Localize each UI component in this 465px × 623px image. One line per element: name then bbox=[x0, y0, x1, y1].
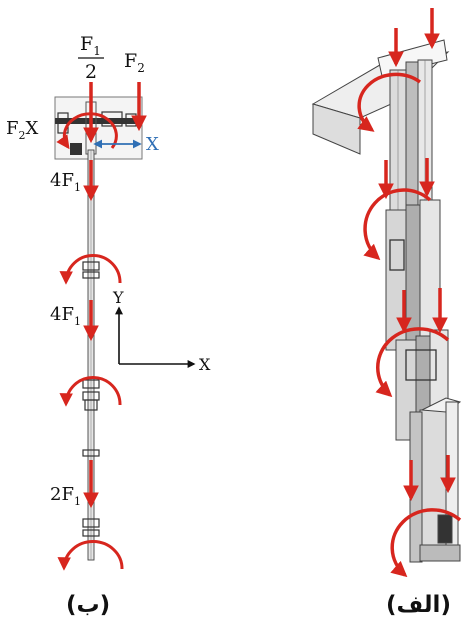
caption-b: (ب) bbox=[66, 592, 110, 618]
mast-segment-1 bbox=[389, 59, 433, 223]
label-dimension-x: X bbox=[146, 134, 159, 155]
moment-arc-a-4 bbox=[390, 508, 462, 578]
moment-arc-a-2 bbox=[363, 188, 432, 261]
label-f1-over-2-num: F1 bbox=[80, 33, 101, 58]
moment-arc-a-1 bbox=[357, 72, 422, 132]
caption-a: (الف) bbox=[386, 592, 451, 618]
mast-segment-2 bbox=[385, 199, 441, 356]
mast-segment-4 bbox=[409, 397, 462, 563]
label-axis-y: Y bbox=[112, 288, 124, 307]
label-load-middle: 4F1 bbox=[50, 304, 81, 328]
moment-arc-1 bbox=[59, 254, 122, 285]
label-load-top: 4F1 bbox=[50, 170, 81, 194]
label-load-bottom: 2F1 bbox=[50, 484, 81, 508]
panel-b: F1 2 F2 F2X X 4F1 4F1 2F1 Y X (ب) bbox=[6, 33, 211, 618]
label-f1-over-2-den: 2 bbox=[85, 61, 97, 83]
moment-arc-2 bbox=[59, 376, 122, 407]
label-axis-x: X bbox=[199, 355, 211, 374]
panel-a: (الف) bbox=[311, 8, 462, 618]
label-f2: F2 bbox=[124, 50, 145, 75]
panel-a-forces bbox=[357, 8, 462, 578]
moment-arc-a-3 bbox=[375, 327, 450, 398]
moment-top-arrow bbox=[56, 112, 118, 150]
moment-arc-3 bbox=[57, 540, 124, 571]
top-carriage bbox=[54, 96, 143, 160]
label-f2x-moment: F2X bbox=[6, 118, 39, 142]
